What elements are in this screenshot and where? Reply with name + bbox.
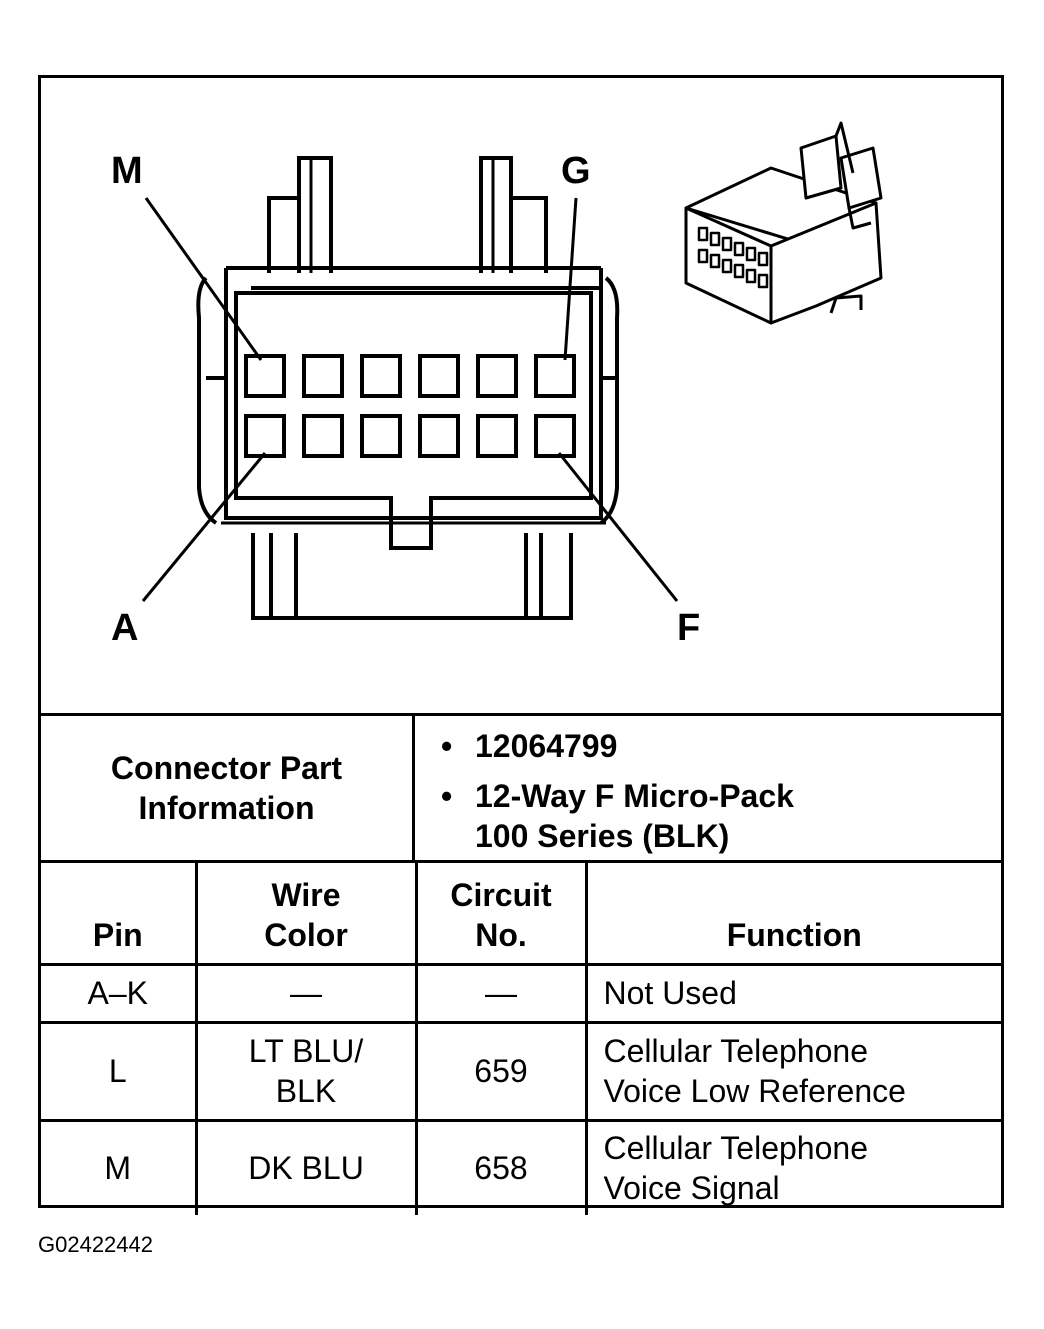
cell-function-line1: Cellular Telephone <box>603 1033 868 1069</box>
callout-g: G <box>561 150 591 192</box>
table-header-row: Pin Wire Color Circuit No. Function <box>41 863 1001 966</box>
connector-frame: M G A F <box>38 75 1004 1215</box>
header-function-label: Function <box>726 916 862 953</box>
cell-function: Cellular Telephone Voice Low Reference <box>584 1020 1001 1122</box>
cell-pin: M <box>41 1118 198 1215</box>
header-pin-label: Pin <box>92 916 143 953</box>
header-circuit-no: Circuit No. <box>414 863 588 966</box>
cell-function-line1: Cellular Telephone <box>603 1130 868 1167</box>
header-wire-color-line2: Color <box>264 916 348 953</box>
pin-table: Pin Wire Color Circuit No. Function A–K … <box>41 863 1001 1215</box>
part-number-item: • 12064799 <box>441 726 1001 766</box>
part-info-label-line2: Information <box>138 790 315 826</box>
cell-pin: A–K <box>41 962 198 1024</box>
cell-circuit: 658 <box>414 1118 588 1215</box>
header-circuit-line1: Circuit <box>450 876 552 913</box>
header-wire-color: Wire Color <box>194 863 418 966</box>
table-row: L LT BLU/ BLK 659 Cellular Telephone Voi… <box>41 1020 1001 1122</box>
table-row: M DK BLU 658 Cellular Telephone Voice Si… <box>41 1118 1001 1215</box>
cell-function: Cellular Telephone Voice Signal <box>584 1118 1001 1215</box>
cell-wire-color-line1: DK BLU <box>248 1150 364 1187</box>
header-circuit-line2: No. <box>475 916 527 953</box>
cell-wire-color: LT BLU/ BLK <box>194 1020 418 1122</box>
cell-function-line2: Voice Low Reference <box>603 1073 906 1109</box>
part-info-values: • 12064799 • 12-Way F Micro-Pack 100 Ser… <box>415 716 1001 860</box>
part-number: 12064799 <box>475 728 618 764</box>
cell-wire-color: DK BLU <box>194 1118 418 1215</box>
cell-function-line2: Voice Signal <box>603 1170 780 1207</box>
connector-face-view-icon: M G A F <box>111 121 883 649</box>
callout-f: F <box>677 607 700 649</box>
connector-diagram: M G A F <box>41 78 1001 713</box>
part-description-item: • 12-Way F Micro-Pack 100 Series (BLK) <box>441 776 1001 856</box>
connector-part-info: Connector Part Information • 12064799 • … <box>41 713 1001 863</box>
cell-circuit: 659 <box>414 1020 588 1122</box>
cell-function: Not Used <box>584 962 1001 1024</box>
bullet-icon: • <box>441 778 453 814</box>
part-info-label: Connector Part Information <box>41 716 415 860</box>
callout-m: M <box>111 150 143 192</box>
cell-wire-color: — <box>194 962 418 1024</box>
cell-wire-color-line1: LT BLU/ <box>248 1033 364 1069</box>
cell-wire-color-line2: BLK <box>275 1073 337 1109</box>
header-wire-color-line1: Wire <box>271 876 341 913</box>
part-description-line1: 12-Way F Micro-Pack <box>475 778 794 814</box>
header-pin: Pin <box>41 863 198 966</box>
cell-function-line1: Not Used <box>603 975 737 1011</box>
cell-wire-color-line1: — <box>290 975 322 1011</box>
cell-pin: L <box>41 1020 198 1122</box>
header-function: Function <box>584 863 1001 966</box>
part-description-line2: 100 Series (BLK) <box>475 818 730 854</box>
cell-circuit: — <box>414 962 588 1024</box>
table-row: A–K — — Not Used <box>41 962 1001 1024</box>
connector-isometric-icon <box>684 121 883 325</box>
part-info-label-line1: Connector Part <box>110 750 343 786</box>
figure-id: G02422442 <box>38 1232 153 1257</box>
callout-a: A <box>111 607 138 649</box>
bullet-icon: • <box>441 728 453 764</box>
